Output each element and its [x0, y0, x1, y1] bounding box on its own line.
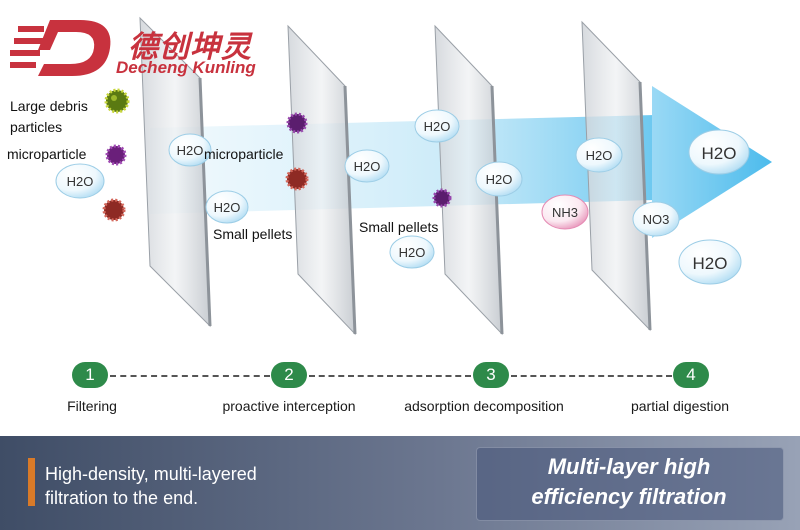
step-label-2: proactive interception — [222, 398, 356, 414]
brand-mark-icon — [8, 20, 111, 76]
h2o-bubble: H2O — [344, 149, 390, 183]
step-label-4: partial digestion — [630, 398, 730, 414]
h2o-label: H2O — [399, 245, 426, 260]
timeline-connector — [309, 375, 471, 377]
footer-title-line: efficiency filtration — [531, 484, 727, 509]
step-badge-4: 4 — [673, 362, 709, 388]
timeline-connector — [110, 375, 270, 377]
flow-band — [150, 115, 655, 214]
no3-bubble: NO3 — [632, 201, 680, 237]
filter-layer-4 — [581, 20, 652, 332]
h2o-label: H2O — [486, 172, 513, 187]
h2o-label: H2O — [424, 119, 451, 134]
small-pellets-label: Small pellets — [359, 219, 439, 235]
h2o-label: H2O — [67, 174, 94, 189]
step-label-1: Filtering — [67, 398, 117, 414]
step-badge-1: 1 — [72, 362, 108, 388]
footer-title: Multi-layer high efficiency filtration — [476, 452, 782, 512]
brand-name-en: Decheng Kunling — [116, 58, 256, 77]
footer-description-line: filtration to the end. — [45, 488, 199, 508]
footer-title-line: Multi-layer high — [547, 454, 711, 479]
h2o-bubble: H2O — [688, 129, 750, 175]
h2o-label: H2O — [177, 143, 204, 158]
filter-layer-2 — [287, 24, 357, 336]
h2o-bubble: H2O — [389, 235, 435, 269]
h2o-bubble: H2O — [575, 137, 623, 173]
nh3-label: NH3 — [552, 205, 578, 220]
microparticle-label: microparticle — [7, 146, 87, 162]
h2o-label: H2O — [214, 200, 241, 215]
h2o-label: H2O — [354, 159, 381, 174]
h2o-bubble: H2O — [55, 163, 105, 199]
h2o-bubble: H2O — [414, 109, 460, 143]
footer-description: High-density, multi-layered filtration t… — [45, 462, 257, 510]
h2o-label: H2O — [586, 148, 613, 163]
filter-layer-1 — [139, 16, 212, 328]
microparticle-label: microparticle — [204, 146, 284, 162]
microparticle-purple-2-icon — [286, 112, 308, 134]
step-badge-3: 3 — [473, 362, 509, 388]
h2o-bubble: H2O — [205, 190, 249, 224]
h2o-bubble: H2O — [168, 133, 212, 167]
h2o-label: H2O — [702, 144, 737, 163]
microparticle-red-2-icon — [285, 167, 309, 191]
step-label-3: adsorption decomposition — [404, 398, 564, 414]
step-badge-2: 2 — [271, 362, 307, 388]
small-pellet-purple-icon — [432, 188, 452, 208]
h2o-bubble: H2O — [678, 239, 742, 285]
timeline-connector — [511, 375, 672, 377]
footer-description-line: High-density, multi-layered — [45, 464, 257, 484]
microparticle-purple-icon — [105, 144, 127, 166]
diagram-canvas: H2O H2O H2O H2O H2O H2O H2O NH3 — [55, 16, 772, 336]
microparticle-red-icon — [102, 198, 126, 222]
large-debris-particle-icon — [104, 88, 130, 114]
h2o-label: H2O — [693, 254, 728, 273]
footer-accent-bar — [28, 458, 35, 506]
brand-logo: 德创坤灵 Decheng Kunling — [8, 16, 260, 86]
small-pellets-label: Small pellets — [213, 226, 293, 242]
brand-name-cn: 德创坤灵 — [128, 30, 252, 65]
no3-label: NO3 — [643, 212, 670, 227]
large-debris-label: Large debris particles — [10, 98, 88, 135]
nh3-bubble: NH3 — [541, 194, 589, 230]
h2o-bubble: H2O — [475, 161, 523, 197]
footer-title-box — [476, 447, 784, 521]
